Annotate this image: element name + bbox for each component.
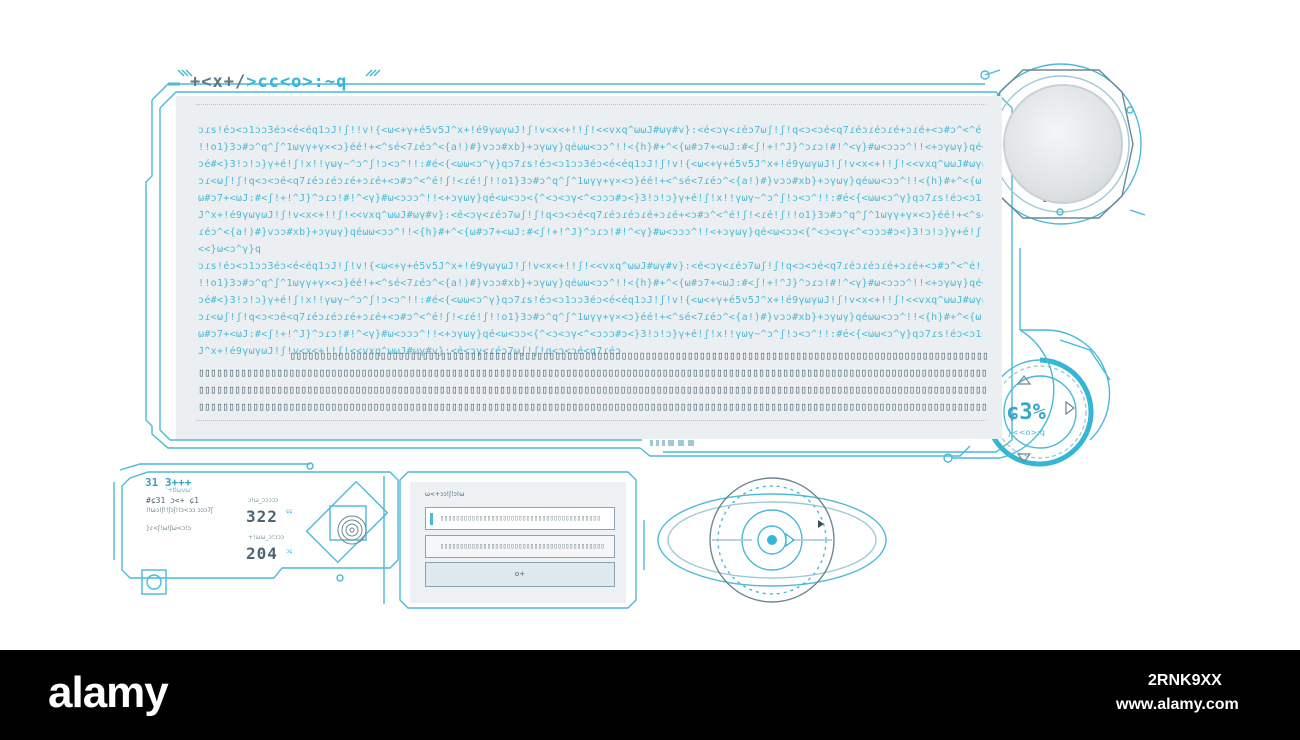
fingerprint-icon bbox=[337, 515, 367, 545]
box-line: ▯▯▯▯▯▯▯▯▯▯▯▯▯▯▯▯▯▯▯▯▯▯▯▯▯▯▯▯▯▯▯▯▯▯▯▯▯▯▯▯… bbox=[198, 383, 988, 396]
input-value: ▯▯▯▯▯▯▯▯▯▯▯▯▯▯▯▯▯▯▯▯▯▯▯▯▯▯▯▯▯▯▯▯▯▯▯▯▯▯▯▯… bbox=[440, 542, 605, 550]
panel-title: +<x+/>cc<o>:~q bbox=[190, 72, 347, 92]
data-widget-title: 31 3+++ bbox=[145, 476, 192, 489]
stat-value: 322 bbox=[246, 507, 278, 526]
text-decoding-panel bbox=[176, 96, 1002, 439]
stat-unit: ɕɕ bbox=[286, 508, 293, 515]
stat-value: 204 bbox=[246, 544, 278, 563]
dialog-title: ω<+ɔɔ!ʃ!ɔ!ω bbox=[425, 491, 465, 498]
data-widget-line: }ɾ<ʃ!ω!ʃω<ɔ!ɔ bbox=[146, 525, 191, 532]
encoded-text-line: ɔɾ<ωʃ!ʃ!q<ɔ<ɔé<q7ɾéɔɾéɔɾé+ɔɾé+<ɔ#ɔ^<^é!ʃ… bbox=[198, 176, 982, 187]
input-value: ▯▯▯▯▯▯▯▯▯▯▯▯▯▯▯▯▯▯▯▯▯▯▯▯▯▯▯▯▯▯▯▯▯▯▯▯▯▯▯▯… bbox=[440, 514, 601, 522]
box-line: ▯▯▯▯▯▯▯▯▯▯▯▯▯▯▯▯▯▯▯▯▯▯▯▯▯▯▯▯▯▯▯▯▯▯▯▯▯▯▯▯… bbox=[198, 400, 988, 413]
ok-button[interactable]: o+ bbox=[425, 562, 615, 587]
progress-label: }<<o>:q bbox=[1007, 428, 1045, 437]
box-line: ▯▯▯▯▯▯▯▯▯▯▯▯▯▯▯▯▯▯▯▯▯▯▯▯▯▯▯▯▯▯▯▯▯▯▯▯▯▯▯▯… bbox=[198, 366, 988, 379]
arrow-down-icon bbox=[1016, 453, 1032, 463]
stat-unit: ɔɕ bbox=[286, 548, 293, 555]
data-widget-line: #ɕ31 ɔ<+ ɕ1 bbox=[146, 496, 199, 505]
encoded-text-line: ɔɾs!éɔ<ɔ1ɔɔ3éɔ<é<éq1ɔJ!ʃ!v!{<ω<+γ+é5v5J^… bbox=[198, 261, 983, 272]
stat-label: ɔ!ω_ɔɔɔɔɔ bbox=[248, 497, 279, 504]
encoded-text-line: ω#ɔ7+<ωJ:#<ʃ!+!^J}^ɔɾɔ!#!^<γ}#ω<ɔɔɔ^!!<+… bbox=[198, 329, 983, 340]
brand-logo: alamy bbox=[48, 668, 169, 717]
encoded-text-block: ɔɾs!éɔ<ɔ1ɔɔ3éɔ<é<éq1ɔJ!ʃ!!v!{<ω<+γ+é5v5J… bbox=[198, 122, 983, 360]
arrow-divider-top: ▷▷▷▷▷▷▷▷▷▷▷▷▷▷▷▷▷▷▷▷▷▷▷▷▷▷▷▷▷▷▷▷ bbox=[196, 104, 986, 117]
encoded-text-line: ɾéɔ^<{a!)#}vɔɔ#xb}+ɔγωγ}qéωω<ɔɔ^!!<{h}#+… bbox=[198, 227, 983, 238]
title-text-part2: >cc<o>:~q bbox=[246, 72, 348, 92]
title-text-part1: +<x+/ bbox=[190, 72, 247, 92]
play-icon bbox=[785, 532, 795, 548]
encoded-text-line: !!o1}3ɔ#ɔ^q^ʃ^1ωγγ+γ×<ɔ}éé!+<^sé<7ɾéɔ^<{… bbox=[198, 278, 983, 289]
text-cursor bbox=[430, 513, 433, 525]
arrow-divider-bottom: ▷▷▷▷▷▷▷▷▷▷▷▷▷▷▷▷▷▷▷▷▷▷▷▷▷▷▷▷▷▷▷▷ bbox=[196, 420, 986, 433]
eye-icon bbox=[767, 520, 824, 548]
dialog-input-2[interactable]: ▯▯▯▯▯▯▯▯▯▯▯▯▯▯▯▯▯▯▯▯▯▯▯▯▯▯▯▯▯▯▯▯▯▯▯▯▯▯▯▯… bbox=[425, 535, 615, 558]
data-widget-subtitle: '+tlωvω' bbox=[166, 487, 192, 494]
site-url: www.alamy.com bbox=[1116, 696, 1239, 713]
image-id: 2RNK9XX bbox=[1148, 672, 1222, 689]
encoded-text-line: ɔɾs!éɔ<ɔ1ɔɔ3éɔ<é<éq1ɔJ!ʃ!!v!{<ω<+γ+é5v5J… bbox=[198, 125, 983, 136]
encoded-text-line: ɔé#<}3!ɔ!ɔ}γ+é!ʃ!x!!γωγ~^ɔ^ʃ!ɔ<ɔ^!!:#é<{… bbox=[198, 159, 983, 170]
undecoded-box-block: ▯▯▯▯▯▯▯▯▯▯▯▯▯▯▯▯▯▯▯▯▯▯▯▯▯▯▯▯▯▯▯▯▯▯▯▯▯▯▯▯… bbox=[198, 347, 988, 415]
watermark-bar bbox=[0, 650, 1300, 740]
encoded-text-line: J^x+!é9γωγωJ!ʃ!v<x<+!!ʃ!<<vxq^ωωJ#ωγ#v}:… bbox=[198, 346, 622, 357]
arrow-up-icon bbox=[1016, 375, 1032, 385]
specimen-viewer bbox=[1003, 84, 1123, 204]
encoded-text-line: <<}ω<ɔ^γ}q bbox=[198, 244, 262, 255]
encoded-text-line: J^x+!é9γωγωJ!ʃ!v<x<+!!ʃ!<<vxq^ωωJ#ωγ#v}:… bbox=[198, 210, 983, 221]
box-line: ▯▯▯▯▯▯▯▯▯▯▯▯▯▯▯▯▯▯▯▯▯▯▯▯▯▯▯▯▯▯▯▯▯▯▯▯▯▯▯▯… bbox=[289, 349, 988, 362]
data-widget-line: !!ωɔ!ʃ!!ʃɔʃ!!ɔ<ɔɔ ɔɔɔ7ʃ bbox=[146, 507, 214, 514]
encoded-text-line: !!o1}3ɔ#ɔ^q^ʃ^1ωγγ+γ×<ɔ}éé!+<^sé<7ɾéɔ^<{… bbox=[198, 142, 983, 153]
encoded-text-line: ɔɾ<ωʃ!ʃ!q<ɔ<ɔé<q7ɾéɔɾéɔɾé+ɔɾé+<ɔ#ɔ^<^é!ʃ… bbox=[198, 312, 982, 323]
encoded-text-line: ω#ɔ7+<ωJ:#<ʃ!+!^J}^ɔɾɔ!#!^<γ}#ω<ɔɔɔ^!!<+… bbox=[198, 193, 983, 204]
progress-percent: ɕ3% bbox=[1006, 400, 1046, 425]
arrow-right-icon bbox=[1065, 400, 1075, 416]
encoded-text-line: ɔé#<}3!ɔ!ɔ}γ+é!ʃ!x!!γωγ~^ɔ^ʃ!ɔ<ɔ^!!:#é<{… bbox=[198, 295, 983, 306]
stat-label: +!ωω_ɔ!ɔɔɔ bbox=[248, 534, 285, 541]
dialog-input-1[interactable]: ▯▯▯▯▯▯▯▯▯▯▯▯▯▯▯▯▯▯▯▯▯▯▯▯▯▯▯▯▯▯▯▯▯▯▯▯▯▯▯▯… bbox=[425, 507, 615, 530]
